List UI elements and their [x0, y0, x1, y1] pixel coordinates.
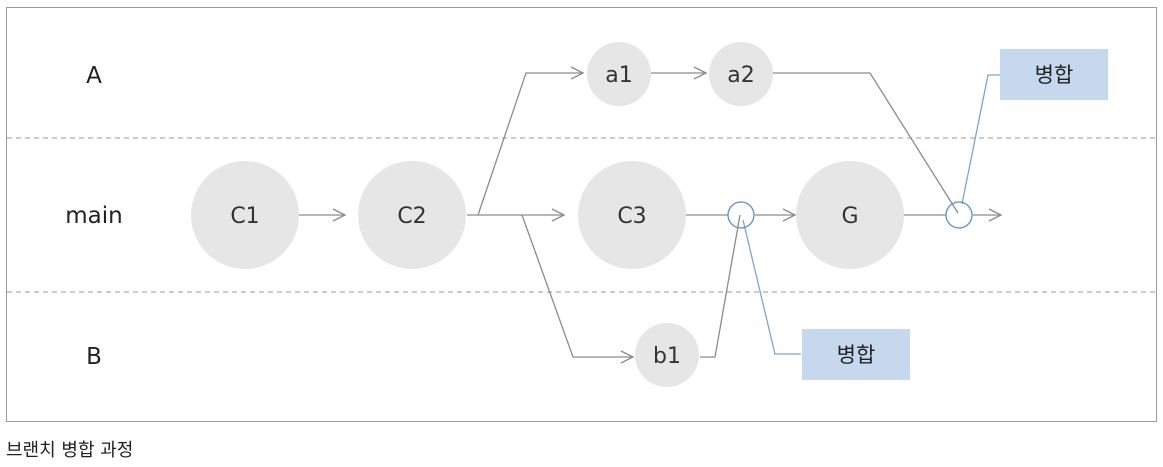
- edge-c2-a1: [477, 73, 583, 216]
- node-label-a2: a2: [727, 63, 754, 88]
- figure-caption: 브랜치 병합 과정: [6, 440, 133, 461]
- node-b1: [635, 323, 699, 387]
- callout-connector-merge-1: [742, 219, 801, 355]
- node-c2: [358, 161, 466, 269]
- merge-point-1: [727, 201, 755, 229]
- merge-callout-box-b: [802, 329, 910, 380]
- merge-callout-label-b: 병합: [837, 343, 876, 367]
- node-label-b1: b1: [653, 344, 681, 369]
- diagram-frame: [6, 7, 1157, 422]
- merge-callout-label-a: 병합: [1035, 63, 1074, 87]
- lane-label-main: main: [65, 203, 122, 229]
- edge-c2-b1: [521, 214, 633, 357]
- lane-label-b: B: [86, 344, 102, 370]
- node-a1: [587, 42, 651, 106]
- merge-callout-box-a: [1000, 49, 1108, 100]
- edge-a2-merge-2: [773, 72, 959, 214]
- node-g: [796, 161, 904, 269]
- node-label-c2: C2: [397, 204, 426, 229]
- lane-label-a: A: [86, 63, 102, 89]
- node-label-c1: C1: [230, 204, 259, 229]
- node-label-c3: C3: [617, 204, 646, 229]
- edge-b1-merge-1: [700, 214, 741, 358]
- callout-connector-merge-2: [961, 74, 1000, 205]
- node-c3: [578, 161, 686, 269]
- node-c1: [191, 161, 299, 269]
- node-label-g: G: [841, 204, 858, 229]
- node-label-a1: a1: [605, 63, 632, 88]
- node-a2: [709, 42, 773, 106]
- merge-point-2: [945, 201, 973, 229]
